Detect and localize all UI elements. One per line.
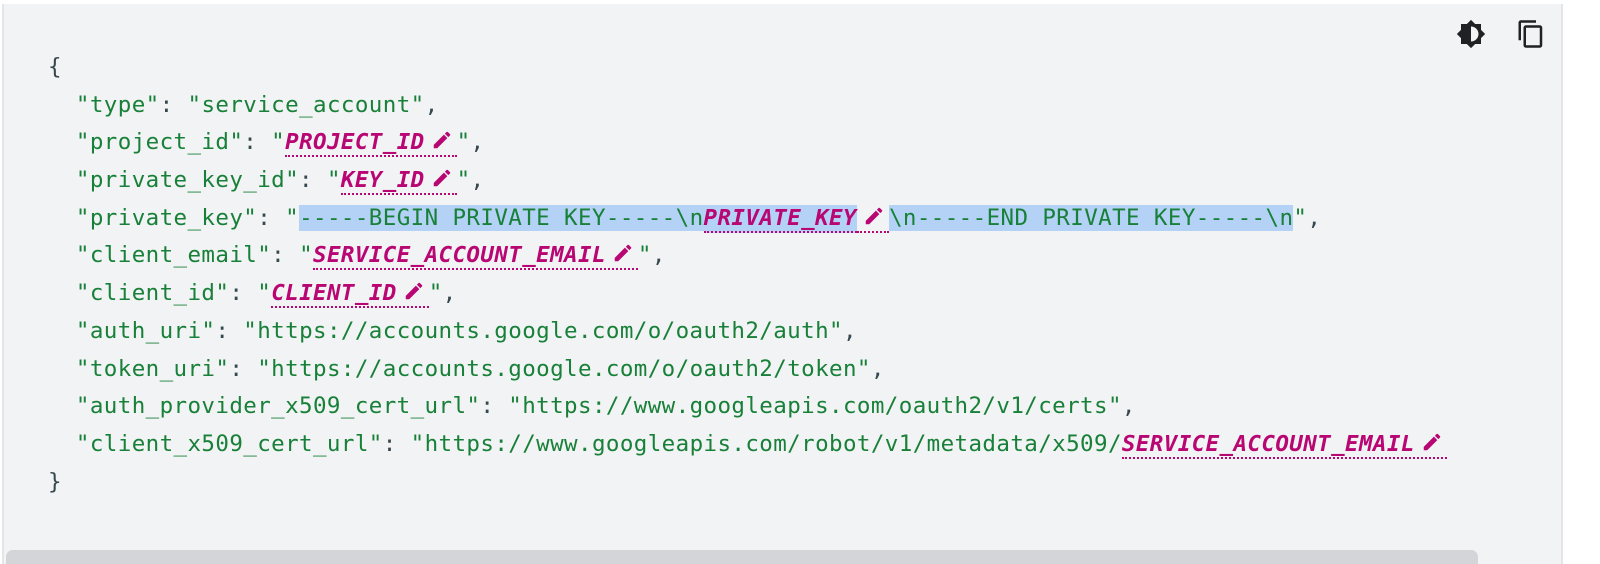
dark-theme-toggle-button[interactable] <box>1455 18 1487 50</box>
json-key: "auth_provider_x509_cert_url" <box>75 393 481 420</box>
json-key: "private_key_id" <box>75 167 300 194</box>
brightness-contrast-icon <box>1456 19 1486 49</box>
scrollbar-thumb[interactable] <box>6 550 1478 564</box>
json-key: "client_id" <box>75 280 230 307</box>
code-line-close: } <box>48 464 1447 502</box>
json-key: "project_id" <box>75 129 244 156</box>
pencil-edit-icon[interactable] <box>861 205 887 227</box>
pencil-edit-icon[interactable] <box>429 129 455 151</box>
copy-code-button[interactable] <box>1515 18 1547 50</box>
editable-placeholder-service-account-email-2[interactable]: SERVICE_ACCOUNT_EMAIL <box>1121 430 1447 459</box>
open-brace: { <box>48 54 62 80</box>
code-toolbar <box>1455 18 1547 50</box>
code-line-auth-provider-cert-url: "auth_provider_x509_cert_url": "https://… <box>75 393 1136 420</box>
code-line-type: "type": "service_account", <box>75 91 439 118</box>
horizontal-scrollbar[interactable] <box>6 550 1559 564</box>
json-key: "client_x509_cert_url" <box>75 430 383 457</box>
editable-placeholder-private-key[interactable]: PRIVATE_KEY <box>703 204 857 233</box>
code-line-project-id: "project_id": "PROJECT_ID", <box>75 129 485 158</box>
editable-placeholder-client-id[interactable]: CLIENT_ID <box>271 280 429 309</box>
json-key: "private_key" <box>75 204 258 231</box>
json-value: "https://www.googleapis.com/oauth2/v1/ce… <box>508 393 1122 420</box>
close-brace: } <box>48 468 62 495</box>
json-key: "type" <box>75 91 160 118</box>
pencil-edit-icon[interactable] <box>429 167 455 189</box>
selected-text-end: \n-----END PRIVATE KEY-----\n <box>888 204 1294 231</box>
json-value: "https://accounts.google.com/o/oauth2/au… <box>243 317 843 344</box>
json-value: "service_account" <box>187 91 425 118</box>
code-line-private-key: "private_key": "-----BEGIN PRIVATE KEY--… <box>75 204 1322 233</box>
pencil-edit-icon[interactable] <box>401 280 427 302</box>
code-line-private-key-id: "private_key_id": "KEY_ID", <box>75 167 485 196</box>
json-code: { "type": "service_account", "project_id… <box>48 49 1447 501</box>
code-line-token-uri: "token_uri": "https://accounts.google.co… <box>75 355 885 382</box>
json-key: "token_uri" <box>75 355 230 382</box>
editable-placeholder-project-id[interactable]: PROJECT_ID <box>285 129 457 158</box>
code-line-open: { <box>48 49 1447 87</box>
code-line-auth-uri: "auth_uri": "https://accounts.google.com… <box>75 317 857 344</box>
code-sample-block: { "type": "service_account", "project_id… <box>2 4 1563 564</box>
pencil-edit-icon[interactable] <box>610 242 636 264</box>
code-line-client-id: "client_id": "CLIENT_ID", <box>75 280 457 309</box>
editable-placeholder-service-account-email[interactable]: SERVICE_ACCOUNT_EMAIL <box>313 242 638 271</box>
json-key: "auth_uri" <box>75 317 216 344</box>
json-value: "https://accounts.google.com/o/oauth2/to… <box>257 355 871 382</box>
selected-text-begin: -----BEGIN PRIVATE KEY-----\n <box>299 204 704 231</box>
pencil-edit-icon[interactable] <box>1419 431 1445 453</box>
code-line-client-cert-url: "client_x509_cert_url": "https://www.goo… <box>48 426 1447 464</box>
json-key: "client_email" <box>75 242 272 269</box>
editable-placeholder-key-id[interactable]: KEY_ID <box>340 167 457 196</box>
content-copy-icon <box>1518 20 1543 48</box>
code-line-client-email: "client_email": "SERVICE_ACCOUNT_EMAIL", <box>75 242 666 271</box>
